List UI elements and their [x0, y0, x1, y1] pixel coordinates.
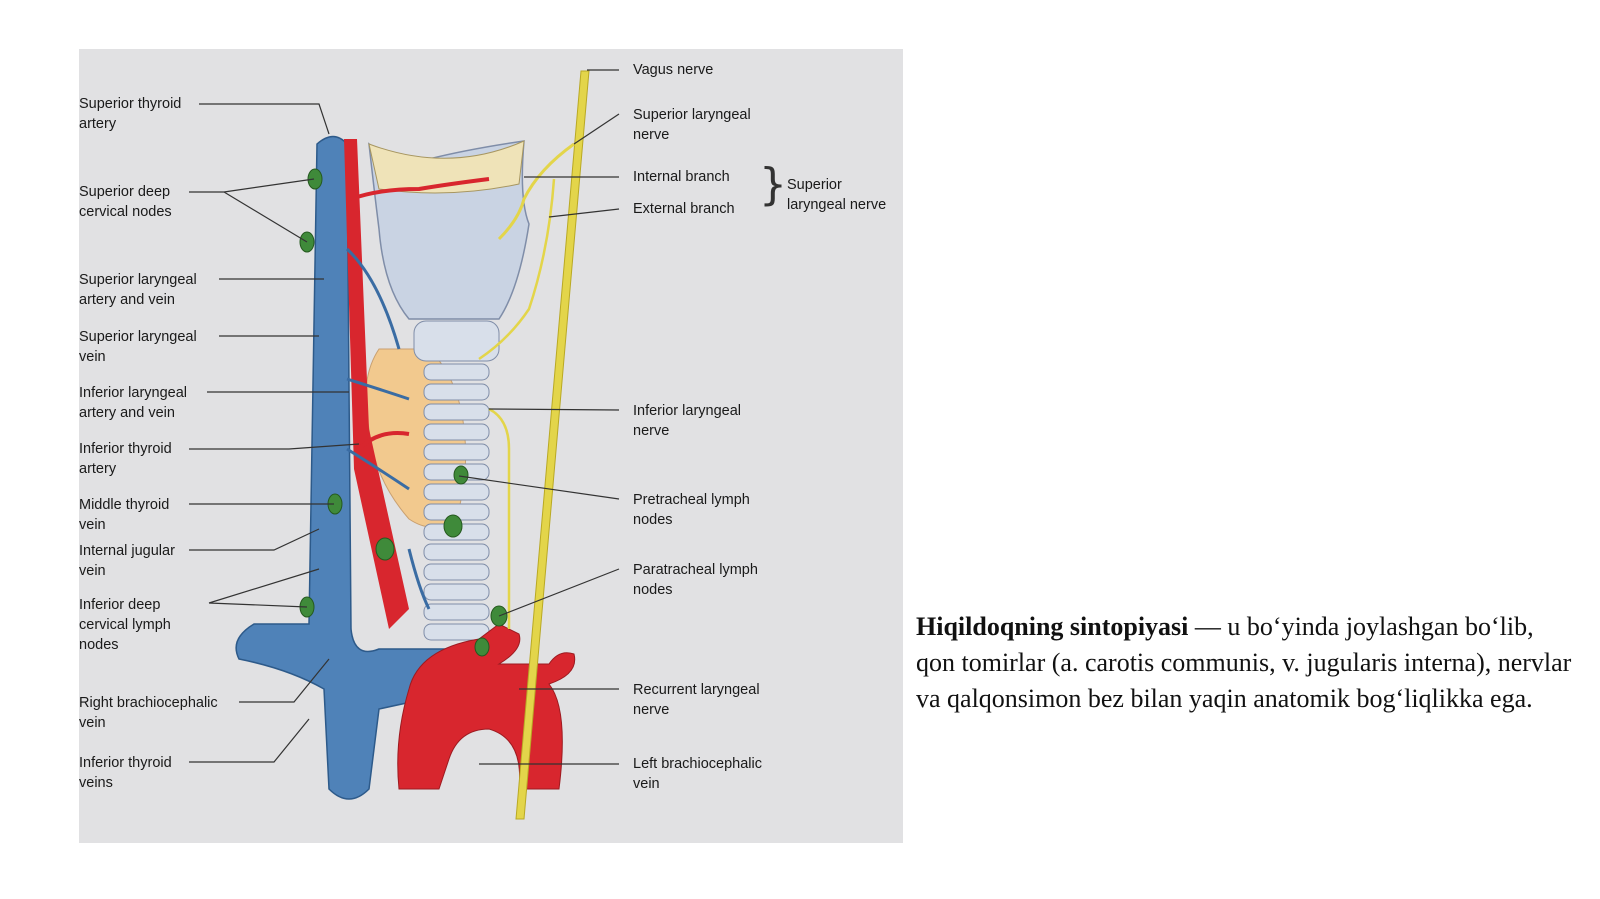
external-branch-shape [478, 178, 556, 361]
label-internal-branch: Internal branch [633, 169, 730, 185]
inferior-thyroid-artery-shape [357, 431, 410, 451]
thyroid-veins [345, 247, 431, 610]
leader-lines-right [458, 69, 620, 765]
recurrent-laryngeal-nerve-shape [488, 407, 511, 629]
caption-title: Hiqildoqning sintopiyasi [916, 612, 1189, 641]
label-vagus-nerve: Vagus nerve [633, 62, 714, 78]
cricoid-cartilage [413, 320, 500, 362]
trachea [423, 363, 490, 641]
superior-laryngeal-nerve-shape [497, 142, 575, 241]
leader-lines-left [189, 103, 360, 763]
caption-body: — u bo‘yinda joylashgan bo‘lib, qon tomi… [916, 612, 1572, 713]
vagus-nerve-shape [515, 70, 590, 820]
brace-superior-laryngeal: } [759, 159, 787, 210]
superior-thyroid-artery-shape [350, 177, 490, 201]
larynx-illustration [189, 69, 620, 820]
lymph-nodes [299, 168, 508, 657]
label-external-branch: External branch [633, 201, 735, 217]
internal-jugular-vein-shape [235, 135, 473, 800]
caption-text: Hiqildoqning sintopiyasi — u bo‘yinda jo… [916, 609, 1576, 717]
